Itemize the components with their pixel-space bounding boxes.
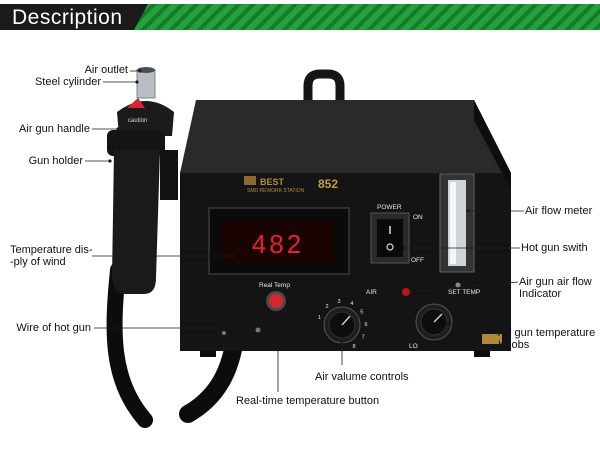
gun-holder (107, 130, 165, 156)
caution-triangle-icon (127, 98, 145, 108)
gun-collar (117, 101, 174, 136)
power-label: POWER (377, 204, 402, 211)
label-temperature-display: Temperature dis- -ply of wind (10, 244, 93, 268)
power-rocker[interactable] (377, 219, 403, 257)
label-hot-gun-switch: Hot gun swith (521, 242, 588, 254)
screw-icon (222, 331, 226, 335)
page-title: Description (12, 6, 123, 29)
label-steel-cylinder: Steel cylinder (34, 76, 101, 88)
knob-scale-number: 7 (362, 335, 365, 341)
carry-handle (303, 69, 345, 128)
station-top (180, 100, 511, 173)
foot (200, 351, 216, 357)
gun-handle (112, 150, 160, 294)
display-screen (222, 219, 334, 263)
label-air-flow-indicator-line2: Indicator (519, 288, 562, 300)
set-temp-led (455, 282, 461, 288)
air-flow-tube-highlight (450, 182, 456, 264)
brand-subtitle: SMD REWORK STATION (247, 188, 305, 194)
label-temperature-display-line1: Temperature dis- (10, 244, 93, 256)
label-temperature-knobs-line1: Air gun temperature (498, 327, 596, 339)
set-temp-label: SET TEMP (448, 289, 480, 296)
model-number: 852 (318, 177, 338, 191)
knob-scale-number: 6 (364, 322, 367, 328)
steel-cylinder (136, 69, 156, 99)
gun-cable (106, 262, 153, 428)
leader-lines (85, 70, 524, 392)
temp-scale-badge (482, 334, 502, 344)
brand-name: BEST (260, 177, 285, 187)
label-air-flow-meter: Air flow meter (525, 205, 593, 217)
label-wire-of-hot-gun: Wire of hot gun (16, 322, 91, 334)
lo-label: LO (409, 343, 418, 350)
knob-scale-number: 1 (318, 315, 321, 321)
knob-scale-number: 2 (325, 304, 328, 310)
banner-graphic (0, 4, 600, 30)
label-air-flow-indicator: Air gun air flow Indicator (519, 276, 592, 300)
label-real-time-temperature-button: Real-time temperature button (236, 395, 380, 407)
label-air-flow-indicator-line1: Air gun air flow (519, 276, 592, 288)
station-side (474, 100, 511, 190)
label-air-outlet: Air outlet (84, 64, 128, 76)
label-air-volume-controls: Air valume controls (315, 371, 409, 383)
air-flow-indicator-led (402, 288, 410, 296)
temperature-pointer (433, 313, 443, 323)
leader-dots (108, 69, 470, 346)
real-temp-button[interactable] (269, 294, 283, 308)
screw-icon (255, 327, 261, 333)
label-temperature-display-line2: -ply of wind (10, 256, 66, 268)
on-label: ON (413, 214, 423, 221)
gun-holder-bracket (160, 150, 178, 200)
caution-text: caution (128, 118, 147, 124)
header-banner: Description (0, 0, 600, 33)
off-label: OFF (411, 257, 424, 264)
air-volume-pointer (341, 315, 351, 326)
real-temp-label: Real Temp (259, 282, 290, 289)
foot (474, 351, 490, 357)
label-air-gun-handle: Air gun handle (19, 123, 90, 135)
label-gun-holder: Gun holder (28, 155, 83, 167)
brand-logo-icon (244, 176, 256, 185)
power-off-mark (386, 243, 394, 251)
knob-scale-number: 4 (350, 301, 353, 307)
temperature-readout: 482 (252, 229, 304, 259)
label-temperature-knobs: Air gun temperature Knobs (498, 327, 595, 351)
knob-scale-number: 5 (360, 310, 363, 316)
air-label: AIR (366, 289, 377, 296)
knob-scale-number: 8 (352, 344, 355, 350)
label-temperature-knobs-line2: Knobs (498, 339, 530, 351)
knob-scale-number: 3 (337, 299, 340, 305)
